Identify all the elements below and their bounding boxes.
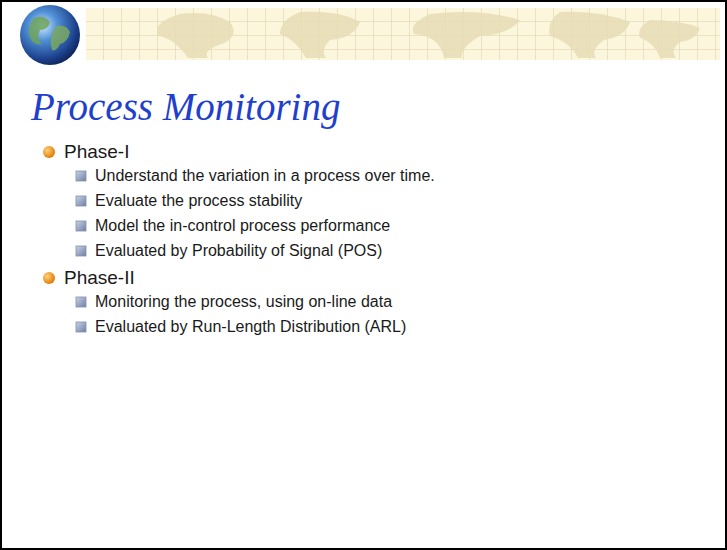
bullet-heading: Phase-II [64,267,135,290]
slide-title: Process Monitoring [31,86,340,129]
bullet-item: Evaluate the process stability [95,191,302,210]
bullet-item: Evaluated by Probability of Signal (POS) [95,241,382,260]
bullet-item: Understand the variation in a process ov… [95,166,435,185]
bullet-heading: Phase-I [64,141,129,164]
globe-icon [20,5,80,65]
banner [86,8,720,60]
bullet-item: Evaluated by Run-Length Distribution (AR… [95,317,406,336]
bullet-item: Model the in-control process performance [95,216,390,235]
bullet-item: Monitoring the process, using on-line da… [95,292,392,311]
bullets [43,146,86,332]
